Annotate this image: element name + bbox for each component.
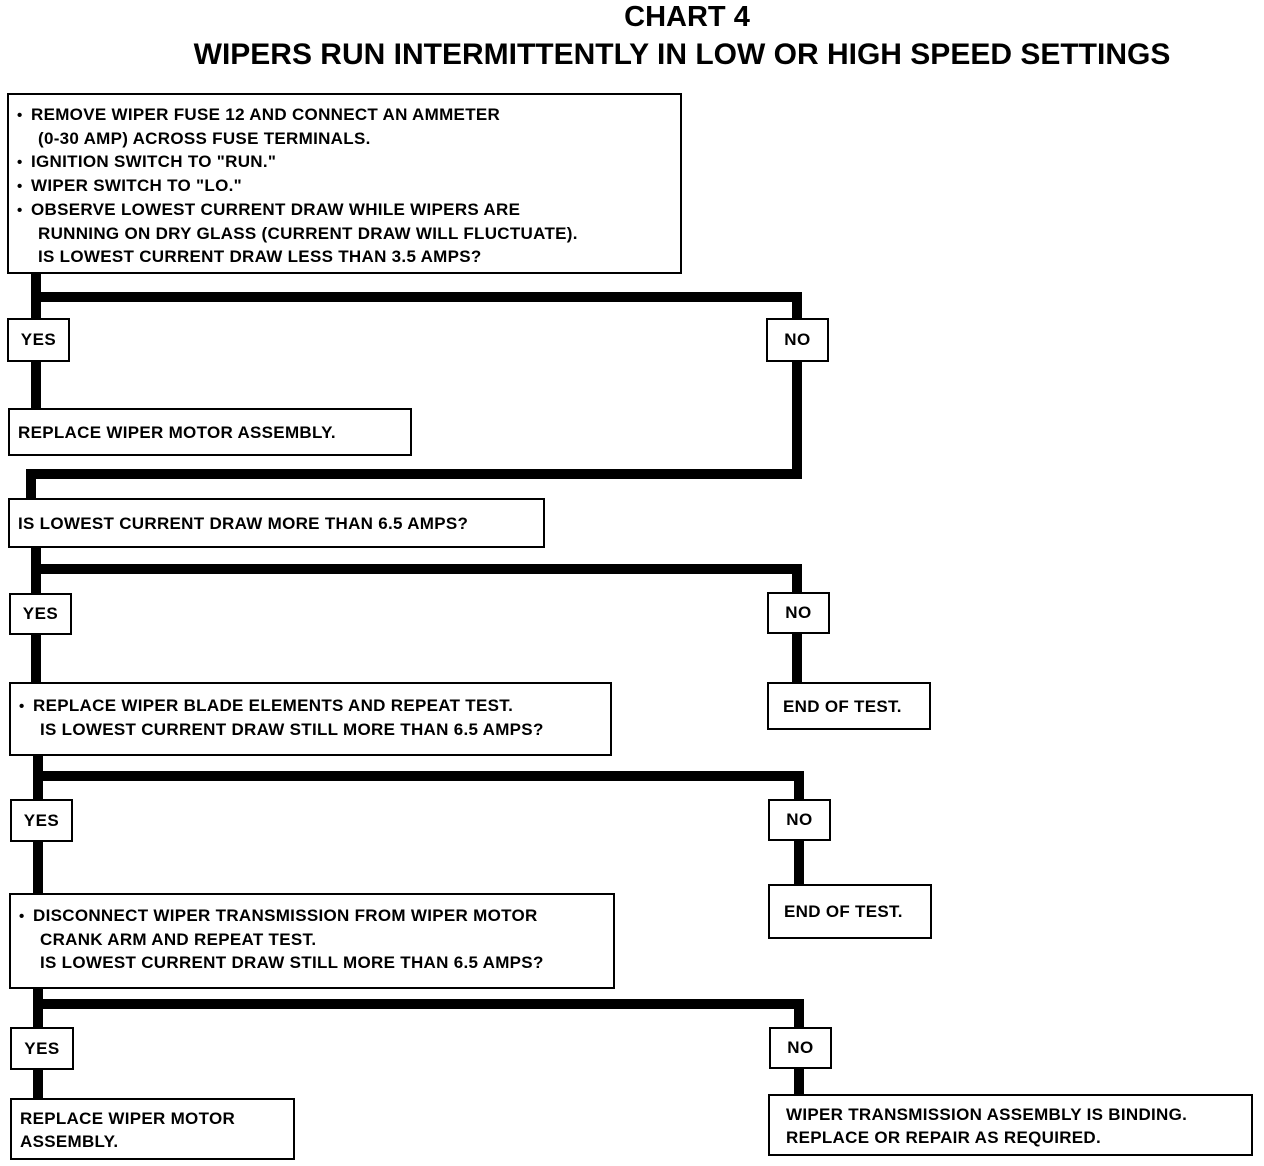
connector-step2-no xyxy=(31,564,802,682)
bullet-icon: • xyxy=(17,178,23,195)
step4-no-label: NO xyxy=(769,1027,832,1069)
end-of-test-box-2: END OF TEST. xyxy=(768,884,932,939)
step1-bullet3: WIPER SWITCH TO "LO." xyxy=(31,176,242,195)
end-of-test-text-1: END OF TEST. xyxy=(783,697,902,716)
step1-bullet2: IGNITION SWITCH TO "RUN." xyxy=(31,152,277,171)
connector-step1-no xyxy=(26,292,802,498)
binding-line1: WIPER TRANSMISSION ASSEMBLY IS BINDING. xyxy=(786,1105,1188,1124)
chart-title: WIPERS RUN INTERMITTENTLY IN LOW OR HIGH… xyxy=(193,38,1171,71)
step3-box: • REPLACE WIPER BLADE ELEMENTS AND REPEAT… xyxy=(9,682,612,756)
step2-box: IS LOWEST CURRENT DRAW MORE THAN 6.5 AMP… xyxy=(8,498,545,548)
step3-line2: IS LOWEST CURRENT DRAW STILL MORE THAN 6… xyxy=(40,720,544,739)
connector-step3-no xyxy=(33,771,804,884)
step2-no-label: NO xyxy=(767,592,830,634)
bullet-icon: • xyxy=(17,107,23,124)
replace-motor-text-2a: REPLACE WIPER MOTOR xyxy=(20,1109,236,1128)
step1-no-label: NO xyxy=(766,318,829,362)
step4-line1: DISCONNECT WIPER TRANSMISSION FROM WIPER… xyxy=(33,906,538,925)
step4-line3: IS LOWEST CURRENT DRAW STILL MORE THAN 6… xyxy=(40,953,544,972)
step1-yes-label: YES xyxy=(7,318,70,362)
binding-line2: REPLACE OR REPAIR AS REQUIRED. xyxy=(786,1128,1102,1147)
connector-step4-no xyxy=(33,999,804,1094)
bullet-icon: • xyxy=(17,154,23,171)
end-of-test-text-2: END OF TEST. xyxy=(784,902,903,921)
step3-line1: REPLACE WIPER BLADE ELEMENTS AND REPEAT … xyxy=(33,696,514,715)
replace-motor-text-1: REPLACE WIPER MOTOR ASSEMBLY. xyxy=(18,423,336,442)
step4-box: • DISCONNECT WIPER TRANSMISSION FROM WIPE… xyxy=(9,893,615,989)
replace-motor-box-2: REPLACE WIPER MOTOR ASSEMBLY. xyxy=(10,1098,295,1160)
step2-yes-label: YES xyxy=(9,593,72,635)
bullet-icon: • xyxy=(19,698,25,715)
step1-question: IS LOWEST CURRENT DRAW LESS THAN 3.5 AMP… xyxy=(38,247,482,266)
step1-bullet1: REMOVE WIPER FUSE 12 AND CONNECT AN AMME… xyxy=(31,105,501,124)
binding-box: WIPER TRANSMISSION ASSEMBLY IS BINDING. … xyxy=(768,1094,1253,1156)
step1-bullet1-cont: (0-30 AMP) ACROSS FUSE TERMINALS. xyxy=(38,129,371,148)
step1-bullet4-cont: RUNNING ON DRY GLASS (CURRENT DRAW WILL … xyxy=(38,224,578,243)
step2-question: IS LOWEST CURRENT DRAW MORE THAN 6.5 AMP… xyxy=(18,514,469,533)
end-of-test-box-1: END OF TEST. xyxy=(767,682,931,730)
bullet-icon: • xyxy=(19,908,25,925)
step3-yes-label: YES xyxy=(10,799,73,842)
step1-bullet4: OBSERVE LOWEST CURRENT DRAW WHILE WIPERS… xyxy=(31,200,521,219)
bullet-icon: • xyxy=(17,202,23,219)
chart-number: CHART 4 xyxy=(624,1,750,33)
replace-motor-box-1: REPLACE WIPER MOTOR ASSEMBLY. xyxy=(8,408,412,456)
step1-box: • REMOVE WIPER FUSE 12 AND CONNECT AN AMM… xyxy=(7,93,682,274)
step3-no-label: NO xyxy=(768,799,831,841)
step4-line2: CRANK ARM AND REPEAT TEST. xyxy=(40,930,317,949)
replace-motor-text-2b: ASSEMBLY. xyxy=(20,1132,119,1151)
step4-yes-label: YES xyxy=(10,1027,74,1070)
